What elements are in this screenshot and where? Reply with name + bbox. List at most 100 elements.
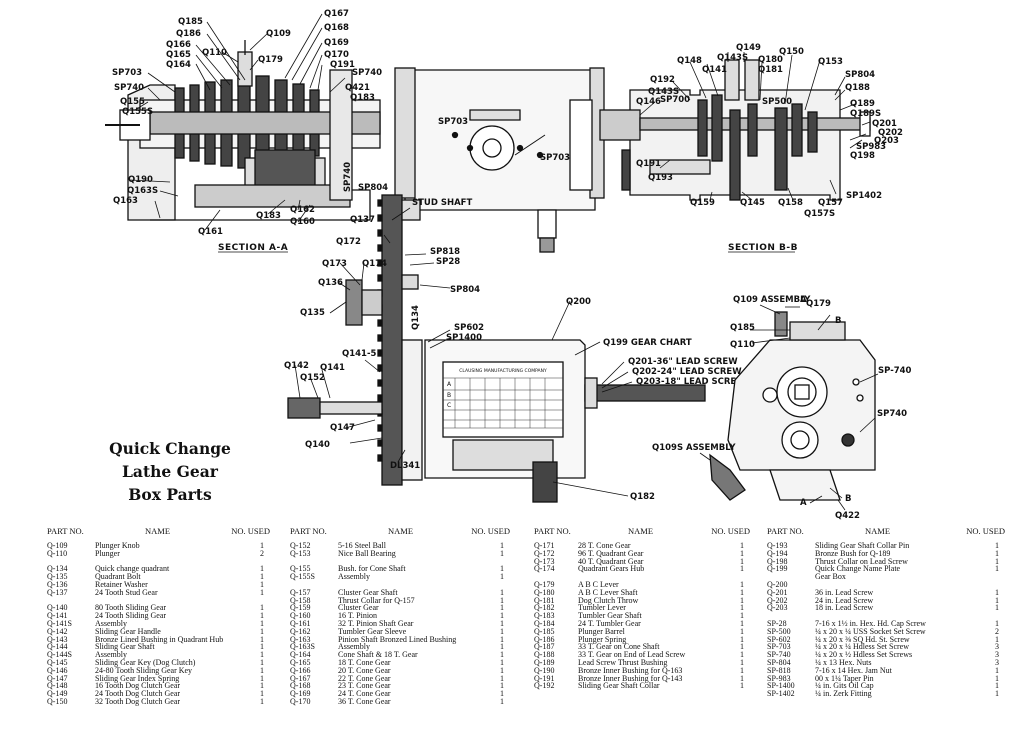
- part-name: Quick change quadrant: [95, 564, 170, 574]
- header-part-no: PART NO.: [534, 526, 571, 536]
- title-line: Lathe Gear: [122, 462, 218, 481]
- header-no-used: NO. USED: [471, 526, 510, 536]
- part-name: 23 T. Cone Gear: [338, 681, 391, 691]
- part-name: Plunger Spring: [578, 634, 627, 644]
- callout: Q164: [166, 60, 191, 70]
- part-name: Assembly: [95, 650, 127, 660]
- callout: Q163: [113, 196, 138, 206]
- part-number: Q-187: [534, 642, 555, 652]
- part-name: 16 Tooth Dog Clutch Gear: [95, 681, 181, 691]
- callout: SP804: [358, 183, 388, 193]
- callout: SP602: [454, 323, 484, 333]
- callout: Q109 ASSEMBLY: [733, 295, 811, 305]
- part-number: Q-192: [534, 681, 555, 691]
- end-view-labels: Q109 ASSEMBLY A Q179 B Q185 Q110 SP-740 …: [652, 295, 912, 520]
- part-number: Q-166: [290, 665, 311, 675]
- part-quantity: 1: [995, 564, 999, 574]
- callout: Q170: [324, 50, 349, 60]
- callout: Q155S: [122, 107, 153, 117]
- part-quantity: 1: [500, 564, 504, 574]
- part-quantity: 1: [500, 611, 504, 621]
- part-name: Sliding Gear Handle: [95, 626, 161, 636]
- callout: Q148: [677, 56, 702, 66]
- callout: Q145: [740, 198, 765, 208]
- part-number: Q-203: [767, 603, 788, 613]
- part-number: Q-163S: [290, 642, 315, 652]
- part-name: 24 T. Cone Gear: [338, 689, 391, 699]
- part-name: Quadrant Gears Hub: [578, 564, 645, 574]
- part-row: Gear Box: [767, 573, 1005, 581]
- part-name: Retainer Washer: [95, 579, 148, 589]
- callout: Q199 GEAR CHART: [603, 338, 692, 348]
- part-row: Q-200: [767, 581, 1005, 589]
- part-name: Nice Ball Bearing: [338, 548, 396, 558]
- part-quantity: 1: [995, 587, 999, 597]
- part-number: Q-179: [534, 579, 555, 589]
- main-assembly-drawing: [287, 194, 706, 503]
- part-name: ¼ in. Zerk Fitting: [815, 689, 872, 699]
- end-view-leaders: [699, 304, 879, 511]
- part-number: Q-136: [47, 579, 68, 589]
- part-name: 18 T. Cone Gear: [338, 657, 391, 667]
- callout: Q155: [120, 97, 145, 107]
- part-quantity: 1: [740, 556, 744, 566]
- part-number: Q-180: [534, 587, 555, 597]
- part-quantity: 1: [260, 603, 264, 613]
- part-number: Q-141S: [47, 618, 72, 628]
- callout: Q185: [730, 323, 755, 333]
- header-no-used: NO. USED: [711, 526, 750, 536]
- callout: Q137: [350, 215, 375, 225]
- callout: Q186: [176, 29, 201, 39]
- header-name: NAME: [865, 526, 891, 536]
- section-b-b-drawing: [599, 59, 871, 201]
- callout: Q189: [850, 99, 875, 109]
- part-number: Q-168: [290, 681, 311, 691]
- part-number: Q-194: [767, 548, 788, 558]
- part-name: Plunger Barrel: [578, 626, 625, 636]
- part-quantity: 1: [260, 696, 264, 706]
- part-name: Lead Screw Thrust Bushing: [578, 657, 668, 667]
- part-name: 96 T. Quadrant Gear: [578, 548, 644, 558]
- part-number: Q-143: [47, 634, 68, 644]
- callout: Q173: [322, 259, 347, 269]
- callout: SP1402: [846, 191, 882, 201]
- part-number: Q-174: [534, 564, 555, 574]
- part-number: Q-191: [534, 673, 555, 683]
- part-number: Q-152: [290, 541, 311, 550]
- callout: Q193: [648, 173, 673, 183]
- callout: Q162: [290, 205, 315, 215]
- callout: Q157S: [804, 209, 835, 219]
- callout: Q182: [630, 492, 655, 502]
- part-quantity: 1: [260, 642, 264, 652]
- plate-row-c: C: [447, 402, 451, 409]
- part-number: Q-190: [534, 665, 555, 675]
- part-quantity: 1: [500, 681, 504, 691]
- part-name: Assembly: [338, 572, 370, 582]
- part-name: 5-16 Steel Ball: [338, 541, 386, 550]
- part-name: Sliding Gear Index Spring: [95, 673, 180, 683]
- part-name: 33 T. Gear on End of Lead Screw: [578, 650, 686, 660]
- callout: SP983: [856, 142, 886, 152]
- part-name: Sliding Gear Key (Dog Clutch): [95, 657, 196, 667]
- callout: SP28: [436, 257, 460, 267]
- callout: Q203-18" LEAD SCREW: [636, 377, 746, 387]
- title-line: Box Parts: [128, 485, 212, 504]
- part-name: 16 T. Pinion: [338, 611, 378, 621]
- parts-diagram: Q185 Q186 Q166 Q165 Q164 Q110 Q109 Q179 …: [105, 9, 912, 520]
- callout: STUD SHAFT: [412, 198, 472, 208]
- header-name: NAME: [388, 526, 414, 536]
- part-quantity: 1: [500, 696, 504, 706]
- part-row: [534, 573, 752, 581]
- part-name: Sliding Gear Shaft Collar Pin: [815, 541, 910, 550]
